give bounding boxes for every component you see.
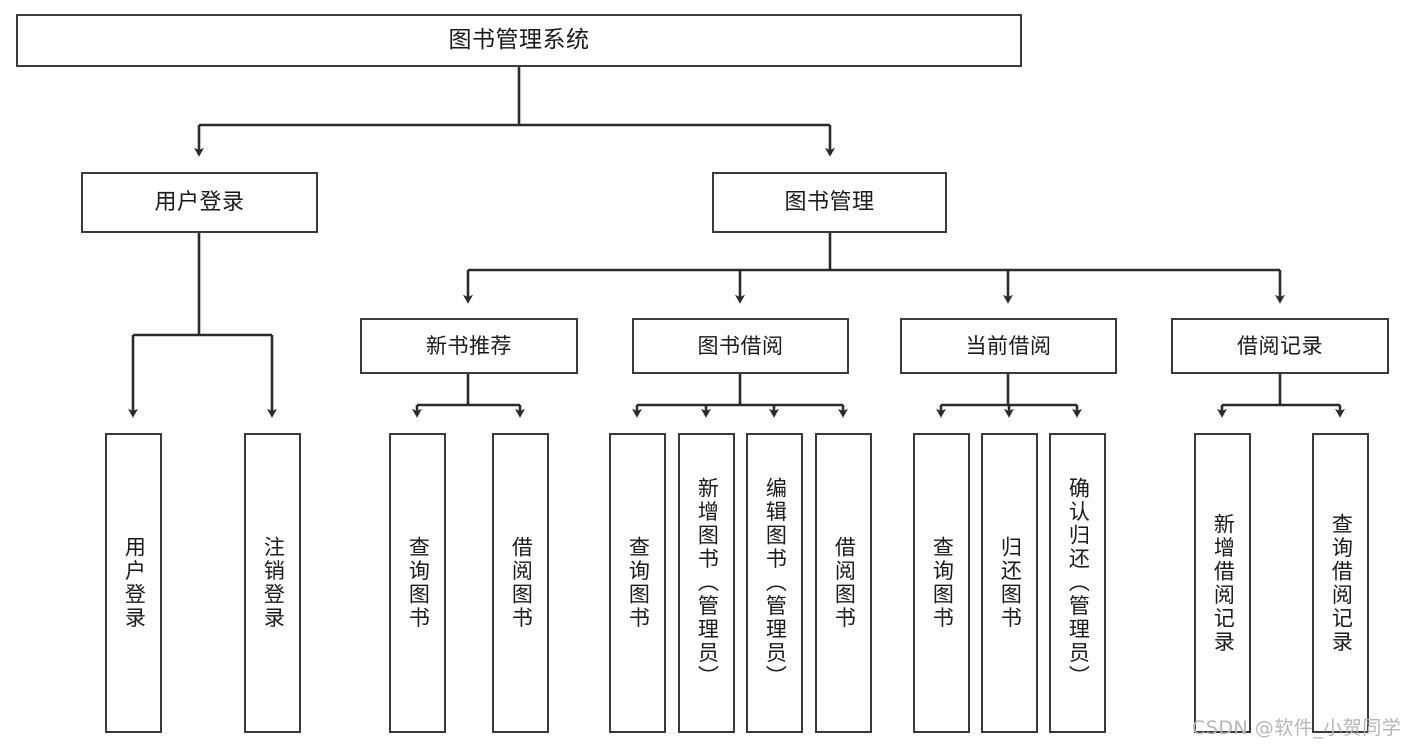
leaf-new-book-query[interactable]: 查询图书 (389, 433, 446, 733)
node-new-book-recommend[interactable]: 新书推荐 (360, 318, 578, 374)
node-label: 注销登录 (261, 536, 286, 630)
node-label: 确认归还（管理员） (1066, 477, 1091, 689)
leaf-user-login-login[interactable]: 用户登录 (105, 433, 162, 733)
csdn-watermark: CSDN @软件_小贺同学 (1192, 717, 1402, 739)
node-label: 归还图书 (998, 536, 1023, 630)
leaf-current-borrow-query[interactable]: 查询图书 (913, 433, 970, 733)
node-label: 查询图书 (930, 536, 955, 630)
leaf-book-borrow-borrow[interactable]: 借阅图书 (815, 433, 872, 733)
node-root-book-management-system[interactable]: 图书管理系统 (16, 14, 1022, 67)
node-label: 图书管理 (784, 189, 875, 215)
node-label: 当前借阅 (965, 333, 1052, 358)
leaf-book-borrow-query[interactable]: 查询图书 (609, 433, 666, 733)
node-label: 借阅图书 (509, 536, 534, 630)
node-book-borrow[interactable]: 图书借阅 (632, 318, 849, 374)
node-label: 查询图书 (406, 536, 431, 630)
leaf-book-borrow-edit[interactable]: 编辑图书（管理员） (746, 433, 803, 733)
node-current-borrow[interactable]: 当前借阅 (900, 318, 1117, 374)
leaf-current-borrow-confirm-return[interactable]: 确认归还（管理员） (1049, 433, 1106, 733)
leaf-borrow-record-query[interactable]: 查询借阅记录 (1312, 433, 1369, 733)
node-book-management[interactable]: 图书管理 (712, 172, 947, 233)
node-label: 新书推荐 (426, 333, 512, 358)
node-label: 用户登录 (122, 536, 147, 630)
leaf-new-book-borrow[interactable]: 借阅图书 (492, 433, 549, 733)
node-label: 借阅图书 (832, 536, 857, 630)
leaf-user-login-logout[interactable]: 注销登录 (244, 433, 301, 733)
node-label: 图书管理系统 (448, 26, 590, 53)
node-user-login[interactable]: 用户登录 (81, 172, 318, 233)
node-borrow-record[interactable]: 借阅记录 (1171, 318, 1389, 374)
leaf-book-borrow-add[interactable]: 新增图书（管理员） (678, 433, 735, 733)
node-label: 编辑图书（管理员） (763, 477, 788, 689)
node-label: 查询图书 (626, 536, 651, 630)
node-label: 图书借阅 (697, 333, 784, 358)
node-label: 用户登录 (154, 189, 245, 215)
node-label: 新增图书（管理员） (695, 477, 720, 689)
node-label: 借阅记录 (1237, 333, 1323, 358)
leaf-borrow-record-add[interactable]: 新增借阅记录 (1194, 433, 1251, 733)
node-label: 新增借阅记录 (1211, 512, 1236, 654)
leaf-current-borrow-return[interactable]: 归还图书 (981, 433, 1038, 733)
node-label: 查询借阅记录 (1329, 512, 1354, 654)
